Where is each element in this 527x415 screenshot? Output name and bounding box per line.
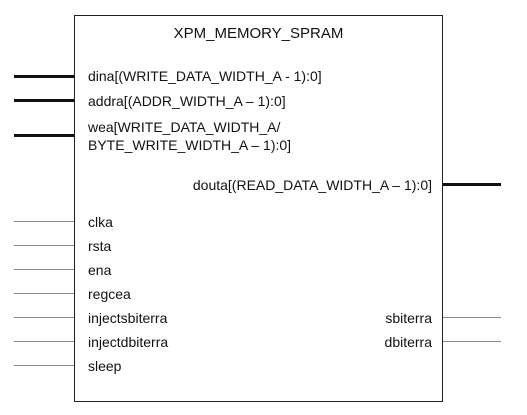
dina-port-label: dina[(WRITE_DATA_WIDTH_A - 1):0]	[88, 68, 322, 84]
regcea-port-label: regcea	[88, 286, 131, 302]
addra-port-label: addra[(ADDR_WIDTH_A – 1):0]	[88, 93, 286, 109]
block-title: XPM_MEMORY_SPRAM	[173, 25, 344, 42]
rsta-port-label: rsta	[88, 238, 112, 254]
memory-block	[74, 15, 443, 402]
rsta-port-wire	[14, 245, 74, 246]
ena-port-label: ena	[88, 262, 112, 278]
clka-port-wire	[14, 221, 74, 222]
dina-port-wire	[14, 75, 74, 78]
douta-port-wire	[443, 183, 501, 186]
douta-port-label: douta[(READ_DATA_WIDTH_A – 1):0]	[192, 177, 432, 193]
injectsbiterra-port-wire	[14, 317, 74, 318]
injectsbiterra-port-label: injectsbiterra	[88, 310, 168, 326]
wea-port-label-line2: BYTE_WRITE_WIDTH_A – 1):0]	[88, 137, 292, 153]
injectdbiterra-port-label: injectdbiterra	[88, 334, 169, 350]
wea-port-label-line1: wea[WRITE_DATA_WIDTH_A/	[88, 119, 281, 135]
injectdbiterra-port-wire	[14, 341, 74, 342]
sbiterra-port-label: sbiterra	[385, 310, 432, 326]
sleep-port-label: sleep	[88, 358, 122, 374]
dbiterra-port-label: dbiterra	[384, 334, 432, 350]
dbiterra-port-wire	[443, 341, 501, 342]
sbiterra-port-wire	[443, 317, 501, 318]
sleep-port-wire	[14, 365, 74, 366]
wea-port-wire	[14, 134, 74, 137]
clka-port-label: clka	[88, 214, 113, 230]
addra-port-wire	[14, 99, 74, 102]
regcea-port-wire	[14, 293, 74, 294]
ena-port-wire	[14, 269, 74, 270]
